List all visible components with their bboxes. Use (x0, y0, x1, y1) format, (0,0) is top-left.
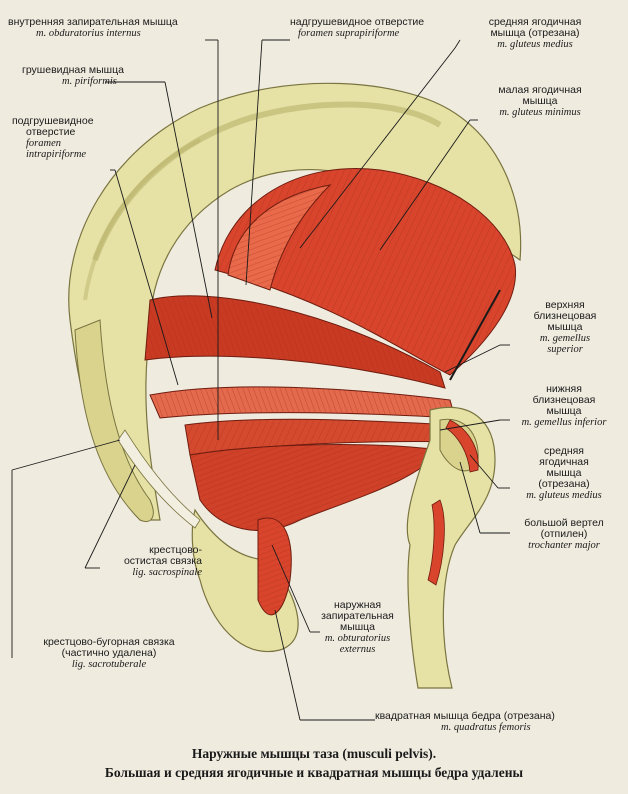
label-la: m. obduratorius internus (36, 28, 141, 39)
label-obturator-internus: внутренняя запирательная мышца m. obdura… (8, 16, 178, 40)
label-la: intrapiriforme (26, 149, 87, 160)
label-ru: квадратная мышца бедра (отрезана) (375, 710, 555, 722)
label-la: lig. sacrotuberale (71, 659, 147, 670)
label-ru: близнецовая (533, 310, 597, 322)
femur-bone (406, 406, 496, 689)
label-la: trochanter major (528, 540, 600, 551)
leader-lines (11, 39, 510, 721)
label-ru: малая ягодичная (498, 84, 582, 96)
label-la: superior (547, 344, 583, 355)
sacrotuberous-ligament (117, 429, 201, 529)
label-piriformis: грушевидная мышца m. piriformis (22, 64, 124, 88)
label-ru: отверстие (26, 126, 76, 138)
label-la: m. quadratus femoris (441, 722, 531, 733)
label-ru: подгрушевидное (12, 115, 94, 127)
label-ru: остистая связка (123, 555, 202, 567)
label-ru: мышца (339, 621, 376, 633)
label-ru: наружная (333, 599, 382, 611)
label-ru: крестцово- (149, 544, 202, 556)
label-ru: ягодичная (539, 456, 589, 468)
label-ru: (отрезана) (538, 478, 590, 490)
label-la: m. gluteus medius (497, 39, 573, 50)
label-gluteus-minimus: малая ягодичная мышца m. gluteus minimus (480, 84, 600, 119)
label-ru: внутренняя запирательная мышца (8, 16, 178, 28)
label-la: m. gluteus medius (526, 490, 602, 501)
label-foramen-suprapiriforme: надгрушевидное отверстие foramen suprapi… (290, 16, 425, 40)
label-ru: мышца (522, 95, 558, 107)
label-la: m. gluteus minimus (499, 107, 581, 118)
label-ru: мышца (546, 405, 582, 417)
label-ru: близнецовая (532, 394, 596, 406)
label-ru: верхняя (545, 299, 585, 311)
label-gluteus-medius-bottom: средняя ягодичная мышца (отрезана) m. gl… (505, 445, 623, 502)
label-la: lig. sacrospinale (132, 567, 202, 578)
ischium-bone (191, 508, 299, 653)
label-la: externus (339, 644, 376, 655)
label-ru: мышца (546, 467, 582, 479)
label-la: m. obturatorius (324, 633, 391, 644)
label-la: m. gemellus inferior (521, 417, 607, 428)
label-ru: (частично удалена) (61, 647, 157, 659)
label-ru: мышца (отрезана) (490, 27, 580, 39)
label-trochanter-major: большой вертел (отпилен) trochanter majo… (505, 517, 623, 552)
sacrum-edge (74, 319, 154, 523)
label-la: foramen (26, 138, 61, 149)
label-gemellus-superior: верхняя близнецовая мышца m. gemellus su… (510, 299, 620, 356)
label-gluteus-medius-top: средняя ягодичная мышца (отрезана) m. gl… (470, 16, 600, 51)
quadratus-insertion (427, 499, 445, 586)
label-gemellus-inferior: нижняя близнецовая мышца m. gemellus inf… (505, 383, 623, 429)
label-ru: крестцово-бугорная связка (43, 636, 175, 648)
label-la: m. piriformis (62, 76, 117, 87)
label-foramen-infrapiriforme: подгрушевидное отверстие foramen intrapi… (12, 115, 94, 161)
label-ru: надгрушевидное отверстие (290, 16, 425, 28)
label-ru: средняя (544, 445, 584, 457)
label-ru: средняя ягодичная (488, 16, 582, 28)
label-quadratus-femoris: квадратная мышца бедра (отрезана) m. qua… (375, 710, 555, 734)
label-sacrospinale: крестцово- остистая связка lig. sacrospi… (82, 544, 202, 579)
label-ru: мышца (547, 321, 583, 333)
label-la: m. gemellus (539, 333, 591, 344)
label-la: foramen suprapiriforme (298, 28, 400, 39)
figure-caption-line2: Большая и средняя ягодичные и квадратная… (104, 765, 524, 780)
gluteus-medius-insertion (445, 419, 479, 473)
figure-caption-line1: Наружные мышцы таза (musculi pelvis). (191, 746, 437, 761)
label-ru: (отпилен) (540, 528, 588, 540)
label-ru: нижняя (546, 383, 582, 395)
label-ru: большой вертел (524, 517, 604, 529)
label-ru: грушевидная мышца (22, 64, 124, 76)
label-ru: запирательная (321, 610, 394, 622)
label-obturator-externus: наружная запирательная мышца m. obturato… (315, 599, 400, 656)
label-sacrotuberale: крестцово-бугорная связка (частично удал… (14, 636, 204, 671)
